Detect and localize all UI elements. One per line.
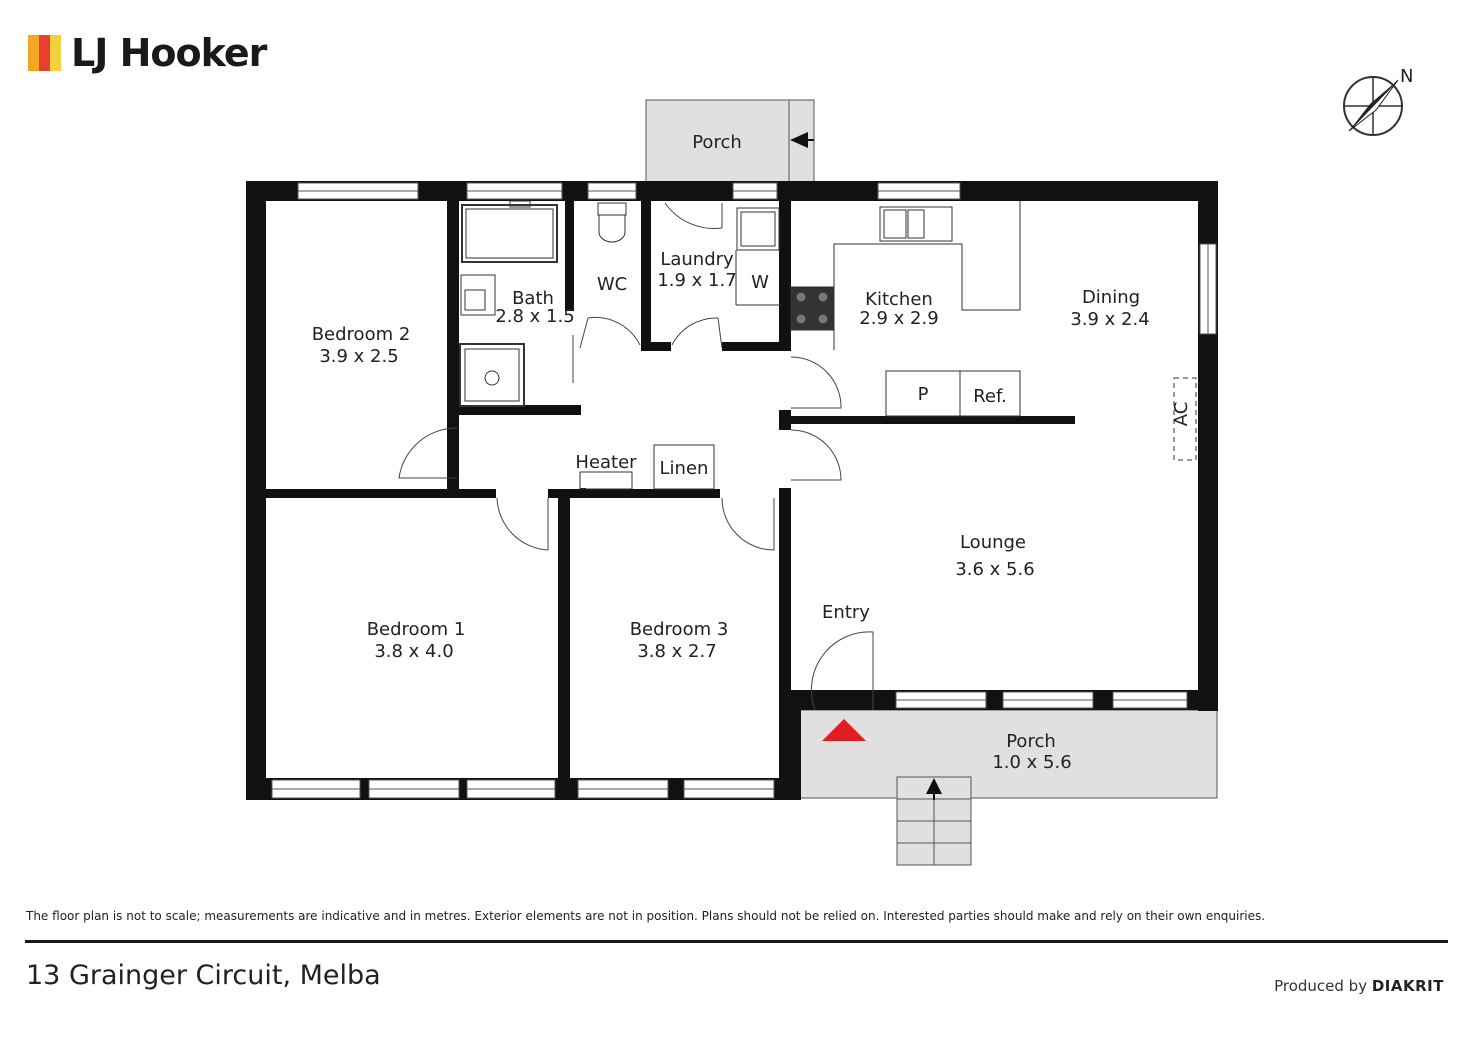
room-name-bedroom1: Bedroom 1 bbox=[367, 619, 466, 640]
produced-by-credit: Produced by DIAKRIT bbox=[1274, 977, 1444, 995]
heater-linen-fixtures bbox=[579, 444, 715, 490]
room-name-porch-top: Porch bbox=[692, 132, 742, 153]
bath-fixtures bbox=[459, 200, 558, 407]
brand-name: LJ Hooker bbox=[71, 31, 267, 75]
logo-bars bbox=[28, 35, 61, 71]
room-name-laundry: Laundry bbox=[660, 249, 734, 270]
wc-fixture bbox=[597, 202, 627, 243]
porch-front-area bbox=[799, 709, 1218, 799]
floor-plan: N Bedroom 2 3.9 x 2.5 Bath 2.8 x 1.5 WC … bbox=[246, 66, 1413, 866]
credit-prefix: Produced by bbox=[1274, 977, 1368, 995]
compass-north-label: N bbox=[1400, 66, 1413, 87]
footer-divider bbox=[25, 940, 1448, 943]
room-size-lounge: 3.6 x 5.6 bbox=[955, 559, 1034, 580]
room-size-bedroom2: 3.9 x 2.5 bbox=[319, 346, 398, 367]
linen-label: Linen bbox=[660, 458, 709, 479]
room-name-wc: WC bbox=[597, 274, 627, 295]
room-size-bedroom3: 3.8 x 2.7 bbox=[637, 641, 716, 662]
room-size-dining: 3.9 x 2.4 bbox=[1070, 309, 1149, 330]
room-size-laundry: 1.9 x 1.7 bbox=[657, 270, 736, 291]
room-name-entry: Entry bbox=[822, 602, 870, 623]
heater-label: Heater bbox=[575, 452, 637, 473]
logo-bar-red bbox=[39, 35, 50, 71]
logo-bar-orange bbox=[28, 35, 39, 71]
room-size-bedroom1: 3.8 x 4.0 bbox=[374, 641, 453, 662]
front-steps bbox=[896, 776, 972, 866]
ac-label: AC bbox=[1171, 402, 1192, 427]
room-name-bedroom3: Bedroom 3 bbox=[630, 619, 729, 640]
room-name-lounge: Lounge bbox=[960, 532, 1026, 553]
porch-top-arrow-icon bbox=[790, 132, 808, 148]
fridge-label: Ref. bbox=[973, 386, 1007, 407]
pantry-label: P bbox=[918, 384, 929, 405]
room-size-porch-front: 1.0 x 5.6 bbox=[992, 752, 1071, 773]
window-inner-lines bbox=[272, 190, 1209, 790]
credit-brand: DIAKRIT bbox=[1371, 977, 1444, 995]
steps-arrow-icon bbox=[926, 778, 942, 794]
disclaimer-text: The floor plan is not to scale; measurem… bbox=[26, 909, 1266, 923]
washer-label: W bbox=[751, 272, 769, 293]
porch-top-area bbox=[645, 99, 815, 183]
interior-walls bbox=[266, 181, 1075, 800]
lj-hooker-logo: LJ Hooker bbox=[28, 30, 267, 76]
compass-icon bbox=[1343, 76, 1403, 136]
logo-bar-yellow bbox=[50, 35, 61, 71]
door-swings bbox=[398, 202, 874, 711]
laundry-fixtures bbox=[735, 207, 781, 306]
room-name-bedroom2: Bedroom 2 bbox=[312, 324, 411, 345]
room-name-dining: Dining bbox=[1082, 287, 1140, 308]
entry-marker-icon bbox=[822, 719, 866, 741]
kitchen-bench bbox=[790, 201, 1021, 417]
room-size-bath: 2.8 x 1.5 bbox=[495, 306, 574, 327]
room-name-kitchen: Kitchen bbox=[865, 289, 933, 310]
ac-unit bbox=[1173, 377, 1197, 461]
room-name-porch-front: Porch bbox=[1006, 731, 1056, 752]
room-name-bath: Bath bbox=[512, 288, 554, 309]
room-size-kitchen: 2.9 x 2.9 bbox=[859, 308, 938, 329]
property-address: 13 Grainger Circuit, Melba bbox=[26, 960, 381, 991]
